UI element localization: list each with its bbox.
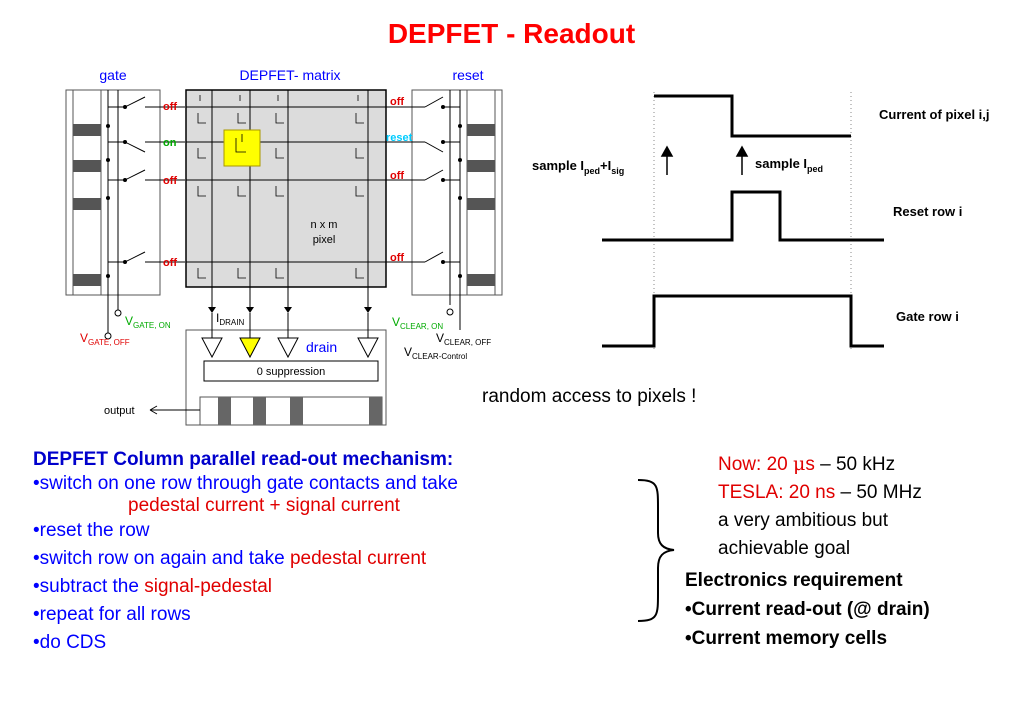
electronics-item-2: •Current memory cells [685,628,888,649]
reset-switch-nodes [441,105,462,278]
vgate-on-label: VGATE, ON [125,314,171,330]
electronics-item-1: •Current read-out (@ drain) [685,599,930,620]
timing-guides [653,92,852,350]
matrix-text-nxm: n x m [311,219,338,231]
goal-line-1: a very ambitious but [718,510,889,531]
bullet-6: •do CDS [33,632,107,653]
gate-driver-cells [73,124,101,286]
readout-mechanism-list: DEPFET Column parallel read-out mechanis… [33,449,458,657]
vclear-control-label: VCLEAR-Control [404,345,467,361]
curly-brace [637,479,675,622]
bullet-2: •reset the row [33,520,150,541]
gate-state-3: off [163,257,177,269]
random-access-note: random access to pixels ! [482,386,697,407]
mechanism-header: DEPFET Column parallel read-out mechanis… [33,449,454,470]
idrain-label: IDRAIN [216,311,244,327]
now-line: Now: 20 μs – 50 kHz [718,453,896,475]
reset-state-3: off [390,252,404,264]
reset-state-0: off [390,96,404,108]
matrix-label: DEPFET- matrix [239,67,340,83]
vclear-off-label: VCLEAR, OFF [436,331,491,347]
bullet-5: •repeat for all rows [33,604,191,625]
timing-diagram: Current of pixel i,j Reset row i Gate ro… [532,92,990,350]
bullet-1a: •switch on one row through gate contacts… [33,473,458,494]
zero-suppression-box [203,360,379,382]
reset-driver-column [466,89,496,296]
matrix-grid [186,90,386,287]
bullet-1b: pedestal current + signal current [128,495,400,516]
gate-state-1: on [163,137,177,149]
sample-arrows [660,145,749,175]
current-waveform [654,94,851,138]
vgate-off-label: VGATE, OFF [80,331,130,347]
speed-notes: Now: 20 μs – 50 kHz TESLA: 20 ns – 50 MH… [718,450,922,563]
sample-ped-sig-label: sample Iped+Isig [532,158,624,176]
sample-ped-label: sample Iped [755,156,823,174]
reset-driver-cells [467,124,495,286]
depfet-matrix-diagram: gate DEPFET- matrix reset off on off off… [65,67,503,426]
output-label: output [104,405,135,417]
reset-waveform [602,190,884,242]
gate-driver-column [72,89,102,296]
timing-waveforms [602,94,884,348]
reset-state-1: reset [386,132,413,144]
gate-state-2: off [163,175,177,187]
drain-arrows [208,307,372,313]
drain-label: drain [306,339,337,355]
gate-row-states: off on off off [163,101,177,269]
gate-row-label: Gate row i [896,309,959,324]
drain-lines [211,287,369,310]
reset-label: reset [452,67,483,83]
output-register-cells [218,397,382,425]
bullet-3: •switch row on again and take pedestal c… [33,548,427,569]
zero-suppression-label: 0 suppression [257,366,326,378]
current-pixel-label: Current of pixel i,j [879,107,990,122]
gate-state-0: off [163,101,177,113]
gate-waveform [602,294,884,348]
vclear-on-label: VCLEAR, ON [392,315,443,331]
matrix-text-pixel: pixel [313,234,336,246]
reset-state-2: off [390,170,404,182]
electronics-requirements: Electronics requirement •Current read-ou… [685,566,930,653]
bullet-4: •subtract the signal-pedestal [33,576,273,597]
tesla-line: TESLA: 20 ns – 50 MHz [718,482,922,503]
reset-row-label: Reset row i [893,204,962,219]
gate-label: gate [99,67,126,83]
gate-switch-nodes [106,105,127,278]
goal-line-2: achievable goal [718,538,851,559]
electronics-title: Electronics requirement [685,570,903,591]
reset-row-states: off reset off off [386,96,413,264]
readout-amplifiers [201,313,379,359]
page-title: DEPFET - Readout [387,18,636,49]
pixel-matrix [185,89,387,288]
